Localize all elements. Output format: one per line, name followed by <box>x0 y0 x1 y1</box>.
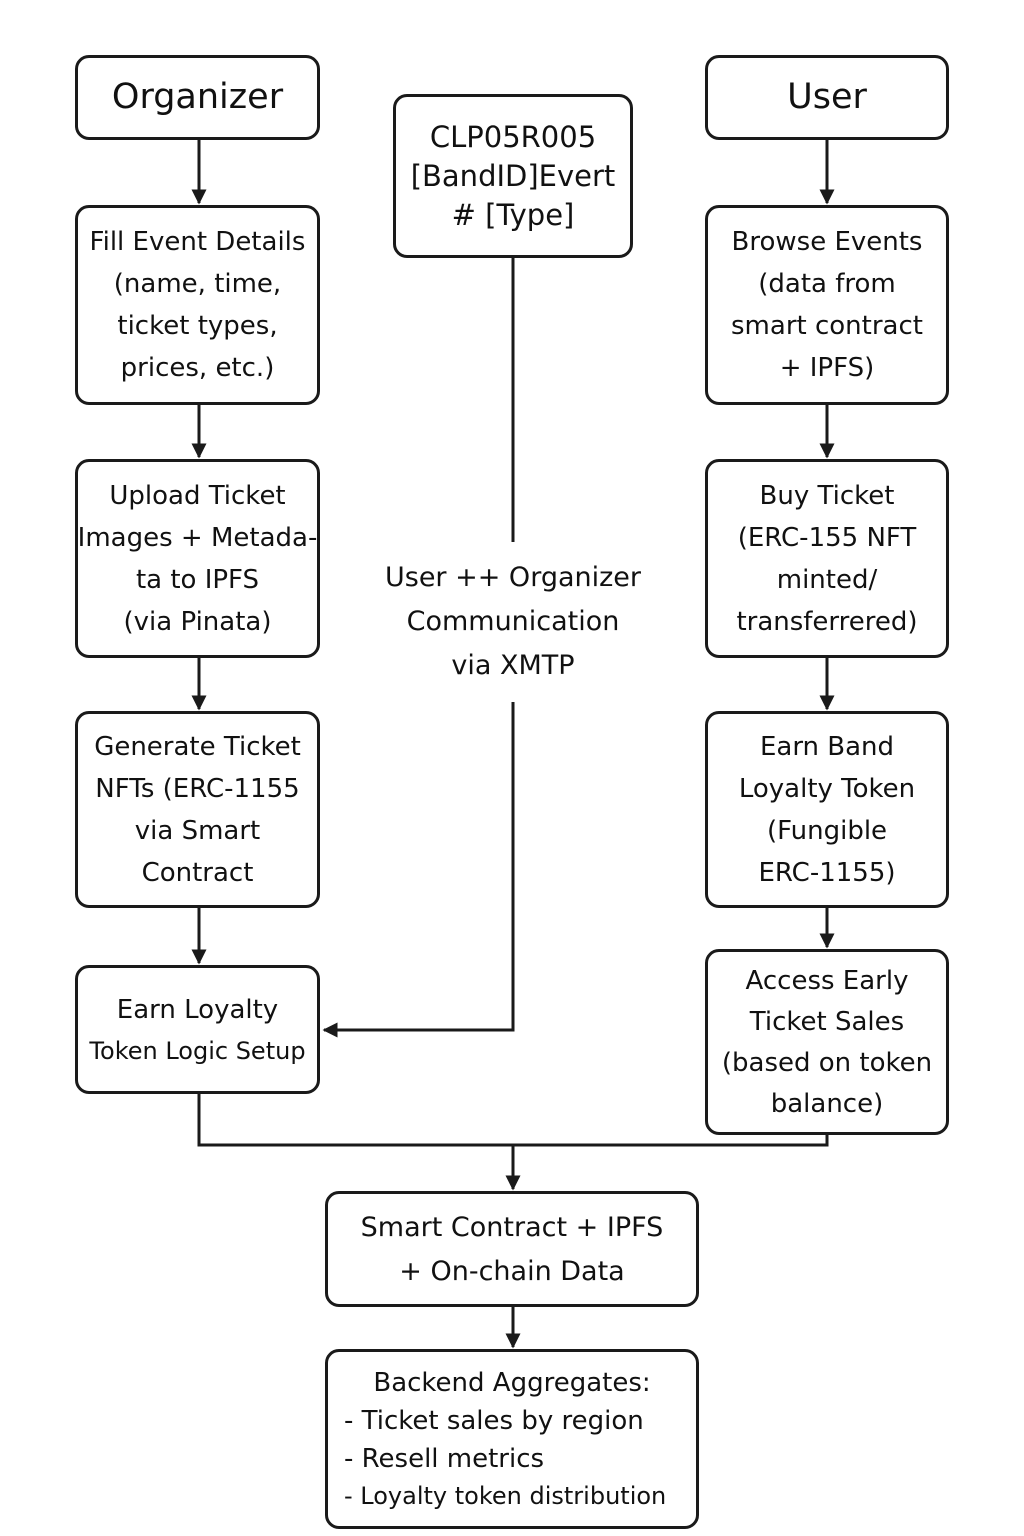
event-code-box: CLP05R005 [BandID]Evert # [Type] <box>393 94 633 258</box>
step-line: Buy Ticket <box>759 480 895 511</box>
code-line-1: CLP05R005 <box>429 119 597 154</box>
step-line: Generate Ticket <box>94 731 301 762</box>
backend-item: - Ticket sales by region <box>344 1406 644 1436</box>
step-line: + IPFS) <box>779 353 875 383</box>
step-line: Token Logic Setup <box>89 1036 306 1065</box>
step-line: minted/ <box>776 564 878 595</box>
backend-item: - Resell metrics <box>344 1444 545 1474</box>
step-line: smart contract <box>731 311 923 341</box>
communication-label: User ++ Organizer Communication via XMTP <box>368 564 658 696</box>
upload-ticket-images-box: Upload Ticket Images + Metada- ta to IPF… <box>75 459 320 658</box>
step-line: Contract <box>141 857 254 888</box>
storage-line: Smart Contract + IPFS <box>360 1211 664 1243</box>
buy-ticket-box: Buy Ticket (ERC-155 NFT minted/ transfer… <box>705 459 949 658</box>
browse-events-box: Browse Events (data from smart contract … <box>705 205 949 405</box>
step-line: transferrered) <box>736 606 918 637</box>
step-line: (data from <box>758 269 896 299</box>
step-line: (based on token <box>721 1047 933 1078</box>
step-line: NFTs (ERC-1155 <box>95 773 300 804</box>
comm-line-2: Communication <box>406 606 620 637</box>
step-line: Earn Band <box>759 731 895 762</box>
storage-line: + On-chain Data <box>399 1255 625 1287</box>
access-early-sales-box: Access Early Ticket Sales (based on toke… <box>705 949 949 1135</box>
backend-title: Backend Aggregates: <box>373 1368 651 1398</box>
step-line: Earn Loyalty <box>116 994 279 1025</box>
backend-item: - Loyalty token distribution <box>344 1482 667 1510</box>
code-line-2: [BandID]Evert <box>410 158 616 193</box>
step-line: (via Pinata) <box>123 606 272 637</box>
step-line: Images + Metada- <box>77 522 318 553</box>
step-line: ta to IPFS <box>135 564 260 595</box>
step-line: Fill Event Details <box>89 227 306 257</box>
earn-band-loyalty-box: Earn Band Loyalty Token (Fungible ERC-11… <box>705 711 949 908</box>
step-line: ERC-1155) <box>758 857 896 888</box>
generate-ticket-nfts-box: Generate Ticket NFTs (ERC-1155 via Smart… <box>75 711 320 908</box>
code-line-3: # [Type] <box>451 197 575 232</box>
comm-line-1: User ++ Organizer <box>384 562 641 593</box>
smart-contract-ipfs-box: Smart Contract + IPFS + On-chain Data <box>325 1191 699 1307</box>
step-line: Ticket Sales <box>749 1006 905 1037</box>
step-line: Browse Events <box>731 227 923 257</box>
step-line: balance) <box>770 1088 884 1119</box>
earn-loyalty-setup-box: Earn Loyalty Token Logic Setup <box>75 965 320 1094</box>
step-line: ticket types, <box>117 311 278 341</box>
step-line: (name, time, <box>113 269 282 299</box>
fill-event-details-box: Fill Event Details (name, time, ticket t… <box>75 205 320 405</box>
step-line: Loyalty Token <box>738 773 916 804</box>
step-line: Upload Ticket <box>109 480 286 511</box>
step-line: (Fungible <box>766 815 888 846</box>
user-header-box: User <box>705 55 949 140</box>
backend-aggregates-box: Backend Aggregates: - Ticket sales by re… <box>325 1349 699 1529</box>
step-line: via Smart <box>134 815 261 846</box>
step-line: Access Early <box>745 965 909 996</box>
step-line: prices, etc.) <box>120 353 275 383</box>
user-header-label: User <box>787 77 867 117</box>
organizer-header-label: Organizer <box>111 77 284 117</box>
arrow-comm-to-loyalty <box>322 702 515 1038</box>
comm-line-3: via XMTP <box>451 650 575 681</box>
step-line: (ERC-155 NFT <box>737 522 917 553</box>
organizer-header-box: Organizer <box>75 55 320 140</box>
